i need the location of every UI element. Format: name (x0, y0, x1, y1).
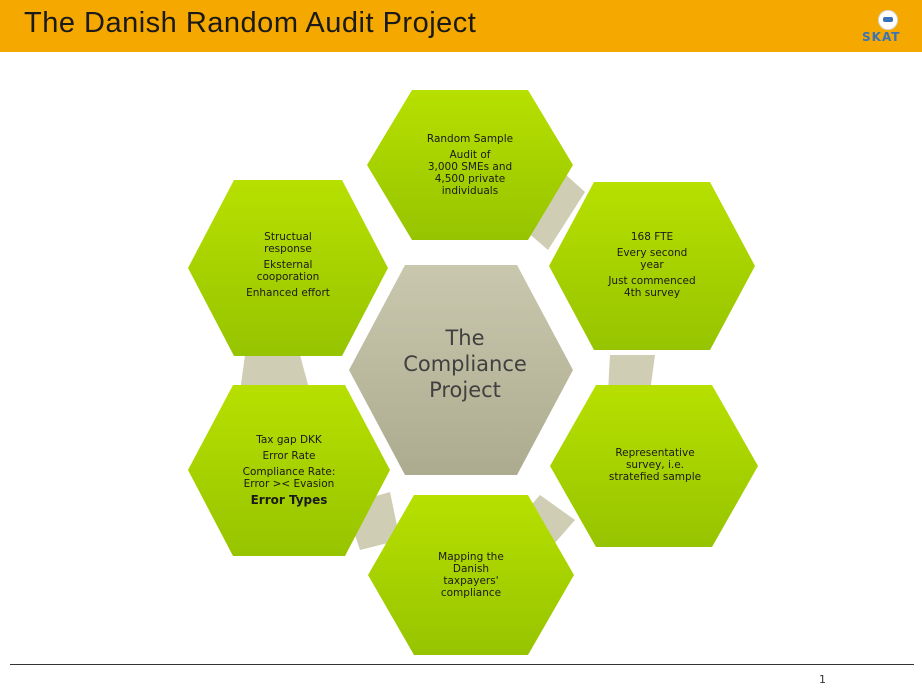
hex-lr-line-1: Representative survey, i.e. stratefied s… (608, 447, 702, 483)
center-label: The Compliance Project (403, 326, 527, 402)
connector-upperright-lowerright (608, 355, 655, 392)
hexagon-lower-right (550, 385, 758, 547)
hex-bottom-line-1: Mapping the Danish taxpayers' compliance (438, 551, 504, 599)
hexagon-lower-left-text: Tax gap DKK Error Rate Compliance Rate: … (204, 400, 374, 540)
hex-ur-line-2: Every second year (616, 247, 688, 271)
hex-ll-line-1: Tax gap DKK (256, 434, 322, 446)
center-hexagon (349, 265, 573, 475)
hexagon-bottom-text: Mapping the Danish taxpayers' compliance (386, 510, 556, 640)
crown-emblem-icon (878, 10, 898, 30)
hex-ll-error-types: Error Types (250, 493, 328, 507)
hexagon-lower-right-text: Representative survey, i.e. stratefied s… (570, 405, 740, 525)
hex-ul-line-1: Structual response (264, 231, 312, 255)
hex-ll-line-2: Error Rate (262, 450, 316, 462)
hexagon-upper-left (188, 180, 388, 356)
logo-text: SKAT (862, 30, 901, 44)
page-number: 1 (819, 673, 826, 686)
hex-ul-line-3: Enhanced effort (246, 287, 330, 299)
hexagon-upper-right-text: 168 FTE Every second year Just commenced… (567, 200, 737, 330)
skat-logo: SKAT (860, 10, 916, 46)
hexagon-bottom (368, 495, 574, 655)
hex-top-line-2: Audit of 3,000 SMEs and 4,500 private in… (427, 149, 513, 197)
hexagon-top-text: Random Sample Audit of 3,000 SMEs and 4,… (385, 100, 555, 230)
connector-lowerleft-upperleft (240, 355, 310, 392)
hexagon-lower-left (188, 385, 390, 556)
hexagon-top (367, 90, 573, 240)
hex-ul-line-2: Eksternal cooporation (256, 259, 320, 283)
hex-ll-line-3: Compliance Rate: Error >< Evasion (242, 466, 336, 490)
hexagon-upper-left-text: Structual response Eksternal cooporation… (203, 200, 373, 330)
hex-ur-line-3: Just commenced 4th survey (608, 275, 696, 299)
hexagon-upper-right (549, 182, 755, 350)
hex-top-line-1: Random Sample (426, 133, 514, 145)
title-bar (0, 0, 922, 52)
footer-rule (10, 664, 914, 665)
slide-title: The Danish Random Audit Project (24, 7, 477, 39)
hex-ur-line-1: 168 FTE (630, 231, 674, 243)
